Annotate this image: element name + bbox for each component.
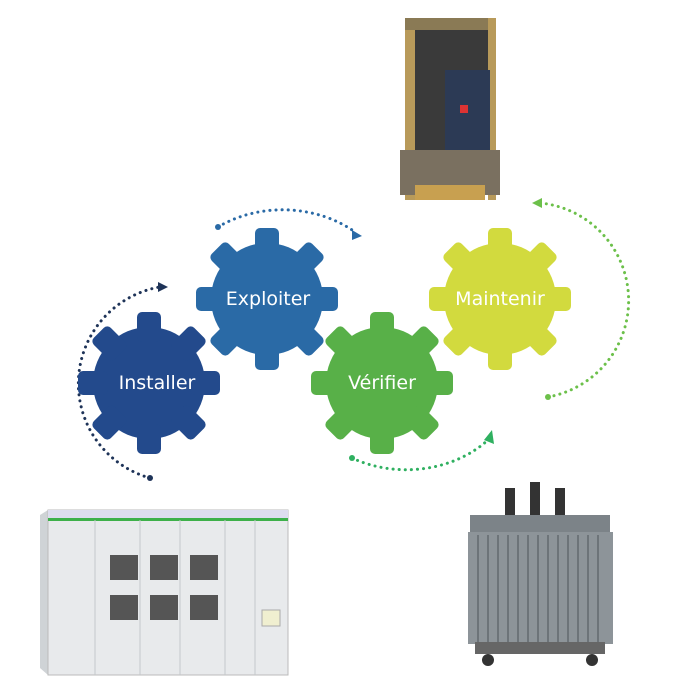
gear-maintenir bbox=[429, 228, 571, 370]
gear-installer-label: Installer bbox=[118, 372, 196, 394]
gear-verifier bbox=[311, 312, 453, 454]
installer-cycle-arrow bbox=[76, 285, 162, 480]
gear-exploiter-label: Exploiter bbox=[225, 288, 311, 310]
gear-maintenir-label: Maintenir bbox=[455, 288, 545, 310]
switchboard-image bbox=[40, 509, 289, 676]
exploiter-cycle-arrow bbox=[216, 208, 357, 234]
transformer-image bbox=[468, 482, 613, 666]
circuit-breaker-image bbox=[400, 18, 500, 200]
gear-exploiter bbox=[196, 228, 338, 370]
maintenir-cycle-arrow bbox=[538, 201, 631, 399]
verifier-cycle-arrow bbox=[350, 438, 490, 472]
gear-verifier-label: Vérifier bbox=[348, 372, 416, 394]
gear-installer bbox=[78, 312, 220, 454]
